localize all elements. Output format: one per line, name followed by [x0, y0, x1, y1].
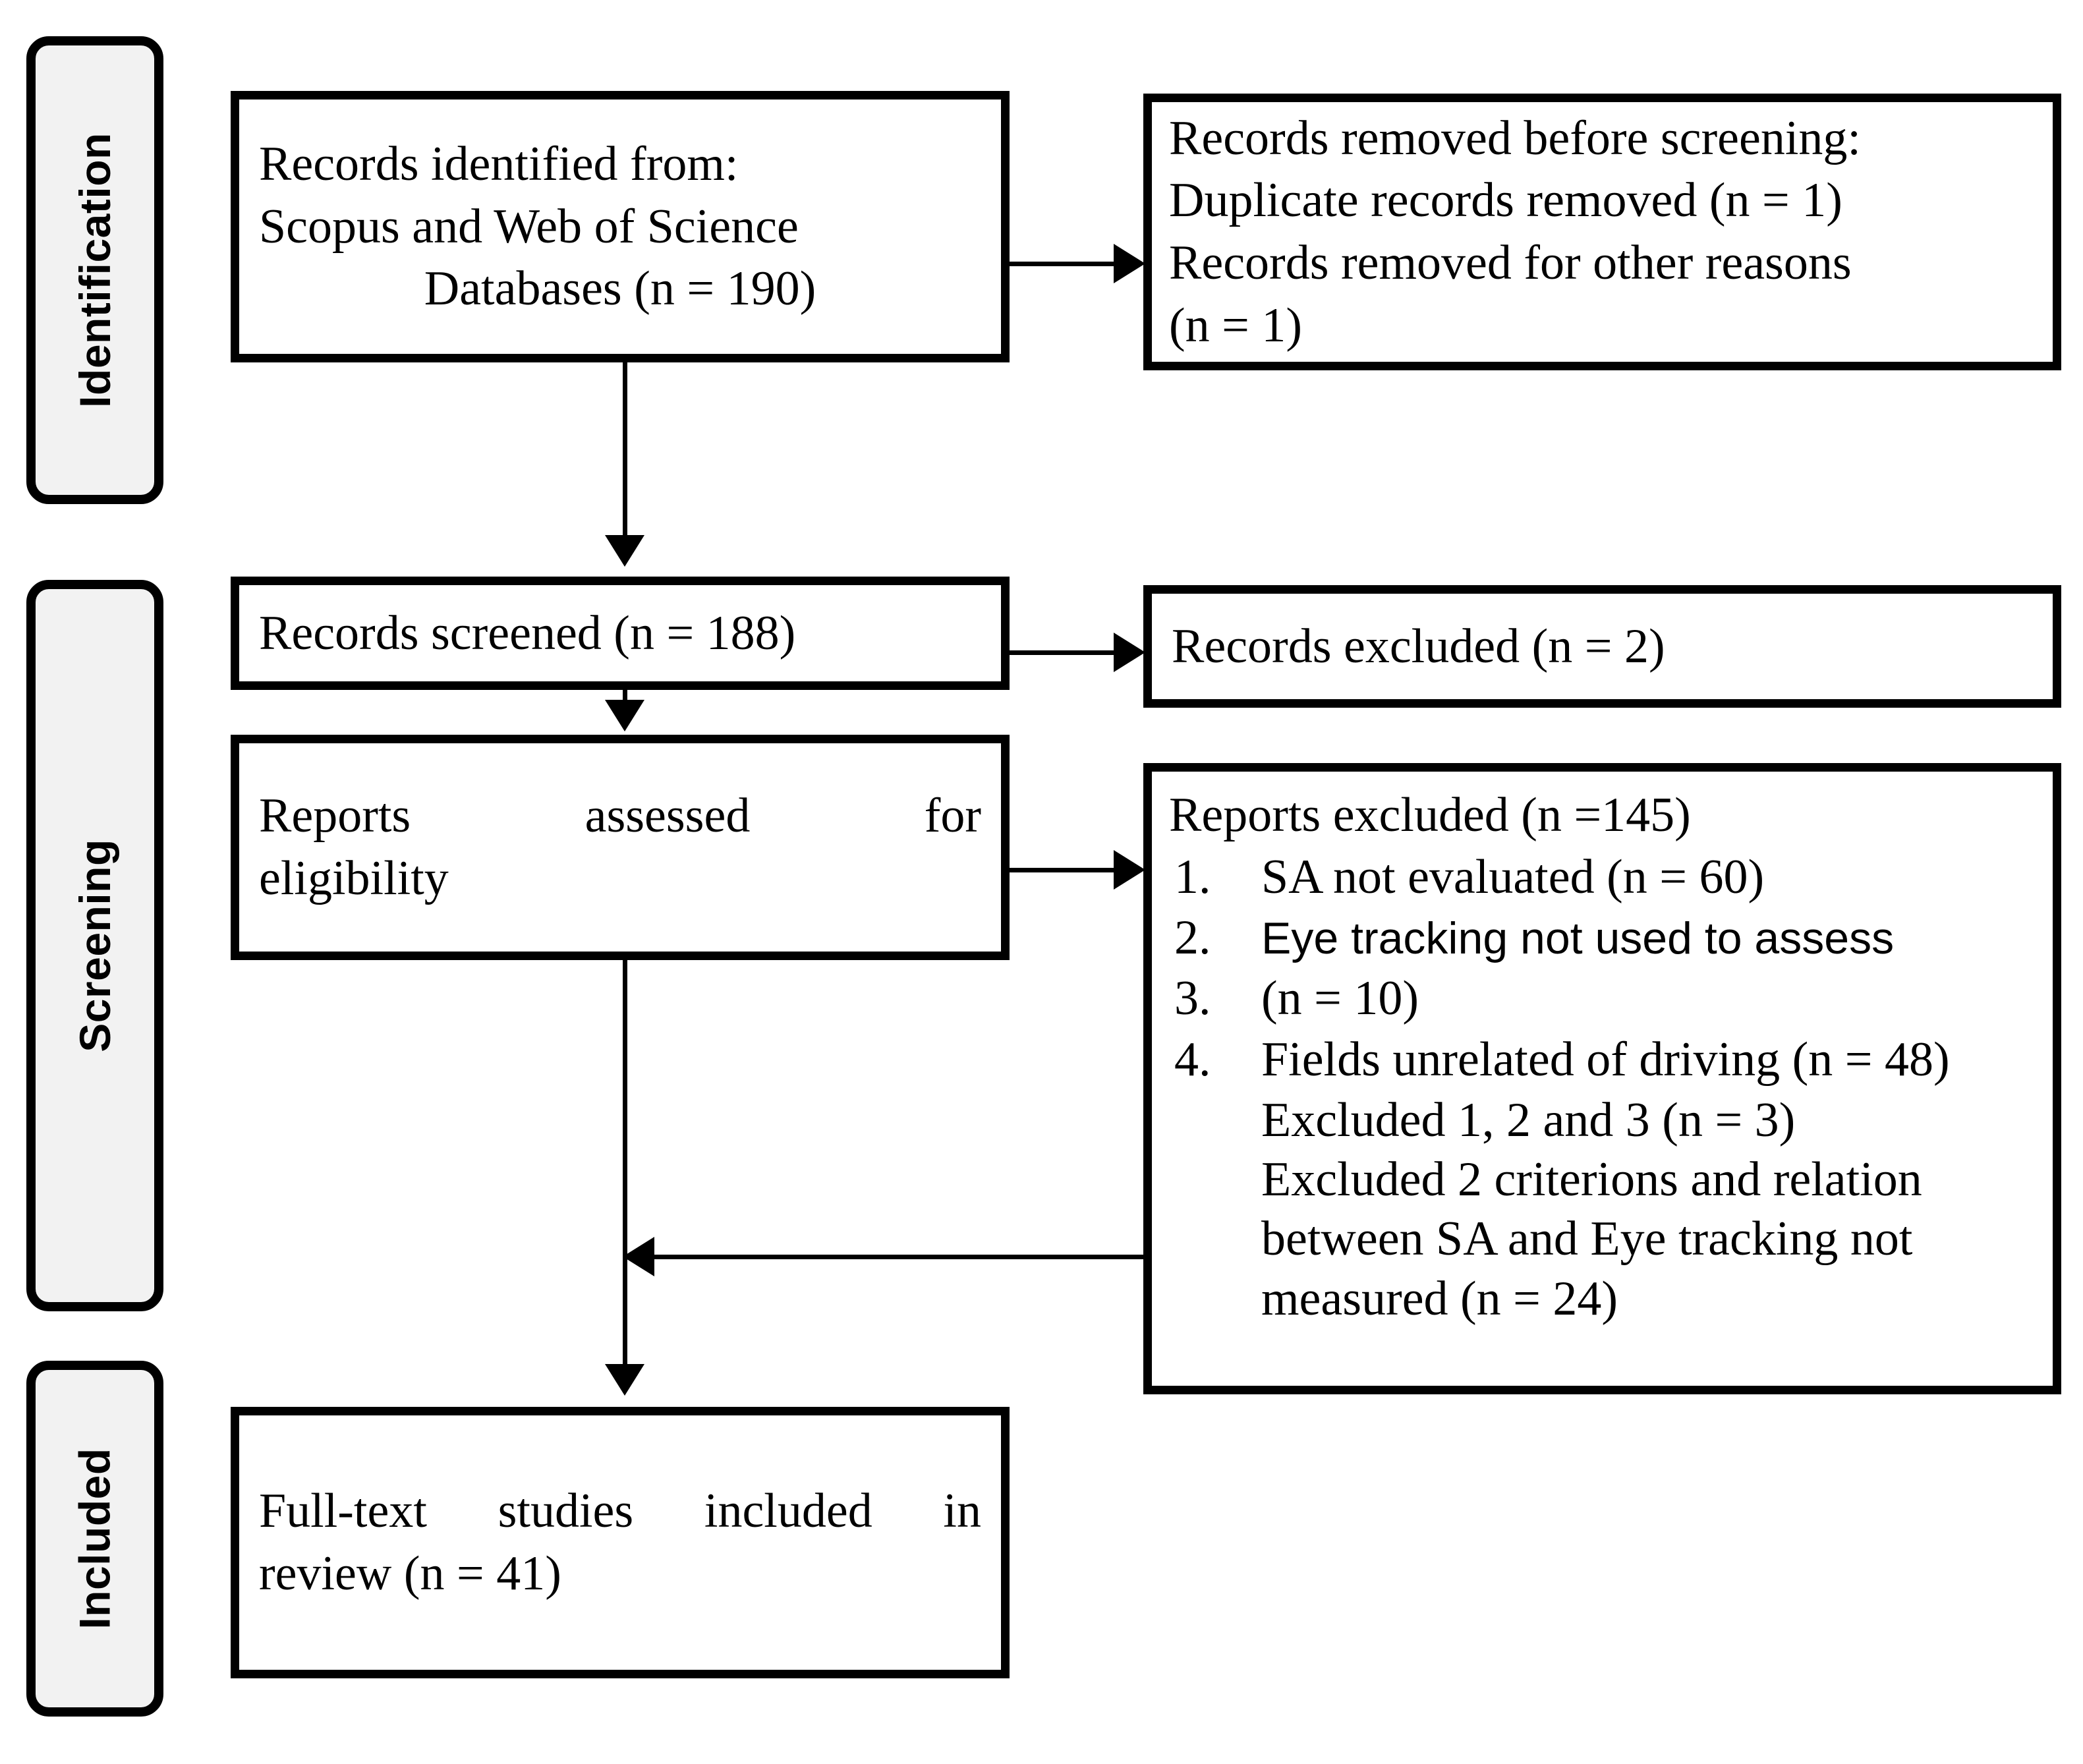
records-removed-line4: (n = 1): [1169, 298, 1303, 353]
records-removed-line1: Records removed before screening:: [1169, 111, 1861, 165]
reports-assessed-line2: eligibility: [259, 851, 449, 905]
stage-tab-identification: Identification: [26, 36, 163, 504]
connector-assessed-to-excluded-line: [1006, 868, 1119, 872]
records-identified-line3: Databases (n = 190): [424, 262, 816, 316]
full-text-included-line2: review (n = 41): [259, 1547, 561, 1601]
reports-excluded-extra-line-2: Excluded 2 criterions and relation betwe…: [1261, 1152, 1922, 1326]
records-identified-line1: Records identified from:: [259, 136, 739, 191]
reason-number: 2.: [1174, 911, 1211, 965]
connector-assessed-to-included-arrow: [605, 1364, 644, 1396]
box-full-text-included: Full-text studies included in review (n …: [231, 1407, 1010, 1678]
reason-text: SA not evaluated (n = 60): [1261, 849, 1765, 904]
connector-identified-to-removed-arrow: [1114, 244, 1145, 283]
connector-excluded-to-flow-arrow: [623, 1237, 654, 1276]
reason-number: 4.: [1174, 1032, 1211, 1087]
box-reports-assessed: Reports assessed for eligibility: [231, 735, 1010, 960]
reports-excluded-reason-item: 1. SA not evaluated (n = 60): [1169, 847, 2036, 907]
connector-screened-to-excluded-arrow: [1114, 633, 1145, 672]
reports-excluded-reason-item: 4. Fields unrelated of driving (n = 48): [1169, 1030, 2036, 1089]
connector-excluded-to-flow-line: [654, 1255, 1147, 1259]
reason-number: 1.: [1174, 849, 1211, 904]
connector-assessed-to-included-line: [623, 957, 627, 1369]
reason-text: Eye tracking not used to assess: [1261, 913, 1895, 964]
connector-screened-to-assessed-arrow: [605, 700, 644, 731]
reports-excluded-extra-line-1: Excluded 1, 2 and 3 (n = 3): [1261, 1093, 1796, 1147]
box-records-screened: Records screened (n = 188): [231, 577, 1010, 690]
connector-assessed-to-excluded-arrow: [1114, 850, 1145, 890]
stage-tab-identification-label: Identification: [71, 132, 120, 408]
connector-identified-to-removed-line: [1006, 262, 1119, 266]
reports-excluded-reason-item: 2. Eye tracking not used to assess: [1169, 908, 2036, 967]
records-removed-line2: Duplicate records removed (n = 1): [1169, 173, 1842, 228]
connector-screened-to-excluded-line: [1006, 650, 1119, 655]
records-excluded-text: Records excluded (n = 2): [1172, 619, 1665, 673]
full-text-included-line1: Full-text studies included in: [259, 1484, 981, 1539]
records-removed-line3: Records removed for other reasons: [1169, 236, 1852, 290]
reports-excluded-reason-item: 3. (n = 10): [1169, 969, 2036, 1028]
reports-assessed-line1: Reports assessed for: [259, 789, 981, 843]
records-screened-text: Records screened (n = 188): [259, 606, 796, 660]
stage-tab-included: Included: [26, 1361, 163, 1717]
reports-excluded-reason-list: 1. SA not evaluated (n = 60) 2. Eye trac…: [1169, 847, 2036, 1091]
box-records-excluded: Records excluded (n = 2): [1143, 585, 2061, 708]
box-records-removed: Records removed before screening: Duplic…: [1143, 94, 2061, 370]
records-identified-line2: Scopus and Web of Science: [259, 199, 799, 254]
stage-tab-screening: Screening: [26, 580, 163, 1311]
reason-text: Fields unrelated of driving (n = 48): [1261, 1032, 1950, 1087]
connector-identified-to-screened-arrow: [605, 535, 644, 567]
box-records-identified: Records identified from: Scopus and Web …: [231, 91, 1010, 362]
reports-excluded-title: Reports excluded (n =145): [1169, 788, 1691, 842]
connector-screened-to-assessed-line: [623, 687, 627, 705]
connector-identified-to-screened-line: [623, 359, 627, 540]
reason-number: 3.: [1174, 971, 1211, 1026]
box-reports-excluded: Reports excluded (n =145) 1. SA not eval…: [1143, 763, 2061, 1394]
stage-tab-included-label: Included: [71, 1448, 120, 1630]
stage-tab-screening-label: Screening: [71, 839, 120, 1052]
reason-text: (n = 10): [1261, 971, 1419, 1026]
